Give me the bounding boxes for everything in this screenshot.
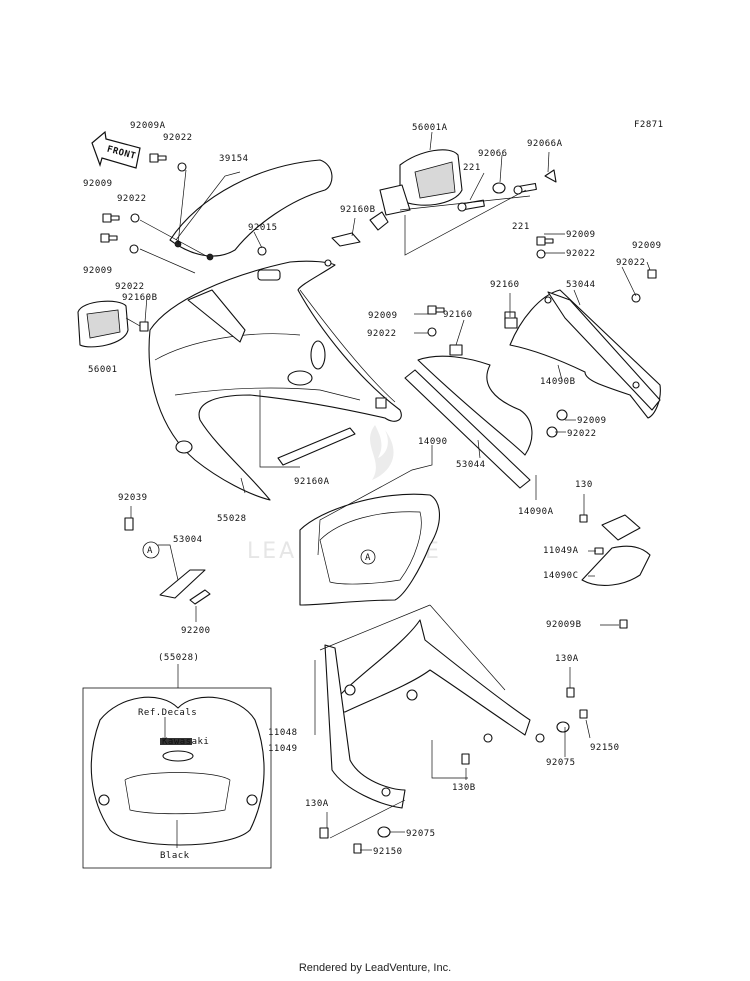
label-11048: 11048 bbox=[268, 728, 298, 738]
lower-hardware bbox=[319, 687, 588, 854]
label-53044-b: 53044 bbox=[456, 460, 486, 470]
label-92066: 92066 bbox=[478, 149, 508, 159]
side-cover-left bbox=[404, 305, 568, 489]
upper-cowling-part bbox=[148, 260, 402, 501]
label-92009-f: 92009 bbox=[577, 416, 607, 426]
front-arrow-icon: FRONT bbox=[91, 130, 141, 169]
label-55028: 55028 bbox=[217, 514, 247, 524]
label-92009-a: 92009 bbox=[83, 179, 113, 189]
fasteners-left bbox=[100, 153, 211, 274]
inset-decal-view: Kawasaki (55028) Ref.Decals Black bbox=[82, 653, 272, 869]
left-mirror bbox=[77, 300, 149, 348]
label-92022-e: 92022 bbox=[616, 258, 646, 268]
label-92009-c: 92009 bbox=[566, 230, 596, 240]
label-92022-a: 92022 bbox=[163, 133, 193, 143]
label-92160B-a: 92160B bbox=[122, 293, 158, 303]
label-92075-a: 92075 bbox=[546, 758, 576, 768]
label-14090B: 14090B bbox=[540, 377, 576, 387]
right-mirror bbox=[369, 149, 463, 231]
label-14090A: 14090A bbox=[518, 507, 554, 517]
cowl-stay bbox=[319, 604, 545, 809]
windshield-part bbox=[169, 159, 333, 257]
label-14090C: 14090C bbox=[543, 571, 579, 581]
lower-bracket bbox=[579, 514, 651, 629]
upper-cowl bbox=[148, 159, 402, 501]
callout-a-decal: A bbox=[147, 546, 153, 556]
label-39154: 39154 bbox=[219, 154, 249, 164]
inset-badge: Kawasaki bbox=[162, 737, 209, 747]
label-53004: 53004 bbox=[173, 535, 203, 545]
label-92015: 92015 bbox=[248, 223, 278, 233]
label-92009-e: 92009 bbox=[368, 311, 398, 321]
label-92022-f: 92022 bbox=[367, 329, 397, 339]
label-92150-a: 92150 bbox=[590, 743, 620, 753]
label-11049A: 11049A bbox=[543, 546, 579, 556]
callout-a-inner: A bbox=[365, 553, 371, 563]
trim-strip-part bbox=[277, 427, 356, 466]
inset-color-label: Black bbox=[160, 851, 190, 861]
label-92022-b: 92022 bbox=[117, 194, 147, 204]
footer-credit: Rendered by LeadVenture, Inc. bbox=[298, 962, 452, 974]
label-92039: 92039 bbox=[118, 493, 148, 503]
label-92009-d: 92009 bbox=[632, 241, 662, 251]
label-92160: 92160 bbox=[490, 280, 520, 290]
label-92150-b: 92150 bbox=[373, 847, 403, 857]
label-92022-g: 92022 bbox=[567, 429, 597, 439]
label-92160-b: 92160 bbox=[443, 310, 473, 320]
label-130B: 130B bbox=[452, 783, 476, 793]
label-92022-c: 92022 bbox=[115, 282, 145, 292]
label-130A-b: 130A bbox=[305, 799, 329, 809]
part-labels: 92009A 92022 39154 92009 92022 92015 920… bbox=[83, 121, 662, 857]
inset-ref: (55028) bbox=[158, 653, 199, 663]
label-92009-b: 92009 bbox=[83, 266, 113, 276]
label-56001A: 56001A bbox=[412, 123, 448, 133]
label-92075-b: 92075 bbox=[406, 829, 436, 839]
label-53044-a: 53044 bbox=[566, 280, 596, 290]
inset-decals-label: Ref.Decals bbox=[138, 708, 197, 718]
label-56001: 56001 bbox=[88, 365, 118, 375]
label-92160B-b: 92160B bbox=[340, 205, 376, 215]
diagram-code: F2871 bbox=[634, 120, 664, 130]
label-92200: 92200 bbox=[181, 626, 211, 636]
label-92160A: 92160A bbox=[294, 477, 330, 487]
flame-logo-icon bbox=[370, 425, 394, 480]
label-221-a: 221 bbox=[463, 163, 481, 173]
inner-panel: A bbox=[299, 493, 440, 606]
decal-parts: A bbox=[124, 517, 211, 605]
side-cover-right bbox=[504, 236, 661, 419]
leader-lines bbox=[130, 131, 651, 851]
mirror-hardware bbox=[331, 169, 557, 247]
label-92066A: 92066A bbox=[527, 139, 563, 149]
label-11049: 11049 bbox=[268, 744, 298, 754]
label-14090: 14090 bbox=[418, 437, 448, 447]
label-130: 130 bbox=[575, 480, 593, 490]
label-92009A: 92009A bbox=[130, 121, 166, 131]
label-92009B: 92009B bbox=[546, 620, 582, 630]
label-130A-a: 130A bbox=[555, 654, 579, 664]
label-221-b: 221 bbox=[512, 222, 530, 232]
label-92022-d: 92022 bbox=[566, 249, 596, 259]
